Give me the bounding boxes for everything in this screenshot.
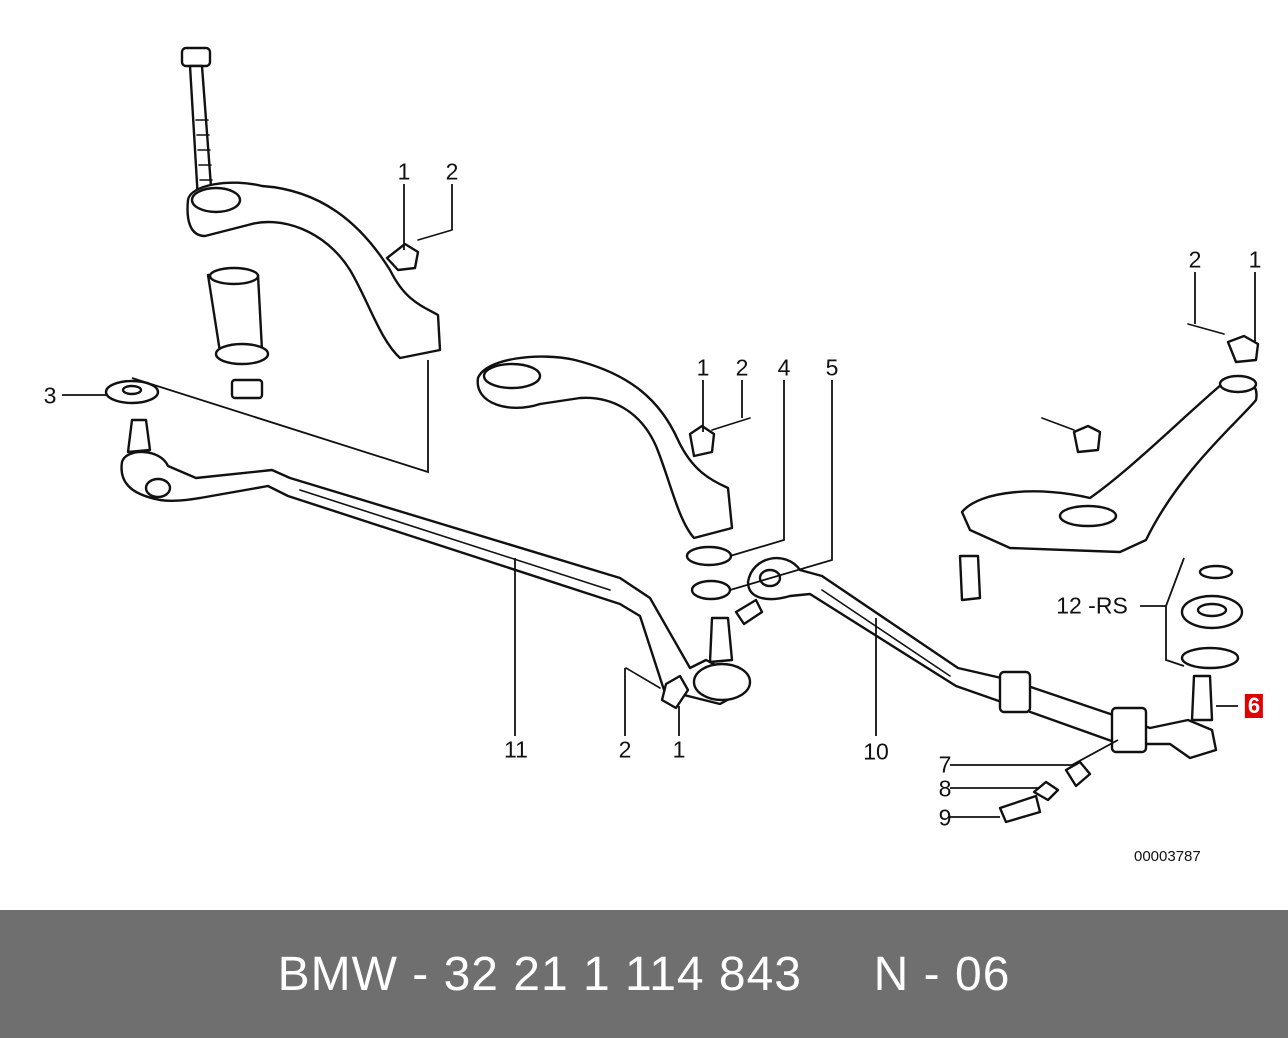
callout-1-middle: 1 <box>696 354 710 381</box>
idler-arm-right <box>958 323 1260 824</box>
callout-9: 9 <box>938 804 952 831</box>
part-number-text: BMW - 32 21 1 114 843 N - 06 <box>277 947 1011 1001</box>
callout-12-rs: 12 -RS <box>1056 592 1128 619</box>
callout-2-lower: 2 <box>618 736 632 763</box>
callout-8: 8 <box>938 775 952 802</box>
callout-11: 11 <box>504 736 528 763</box>
idler-arm-upper-left <box>180 46 453 400</box>
parts-diagram: 1 2 3 1 2 4 5 2 1 11 2 1 10 12 -RS 6 7 8… <box>43 46 1264 865</box>
callout-2-upper: 2 <box>445 158 459 185</box>
callout-2-middle: 2 <box>735 354 749 381</box>
callout-3: 3 <box>43 382 57 409</box>
callout-10: 10 <box>863 738 889 765</box>
diagram-id-label: 00003787 <box>1134 848 1201 865</box>
callout-1-upper: 1 <box>397 158 411 185</box>
callout-2-right: 2 <box>1188 246 1202 273</box>
center-link-11 <box>120 450 752 706</box>
pitman-arm-middle <box>476 355 751 710</box>
callout-5: 5 <box>825 354 839 381</box>
callout-4: 4 <box>777 354 791 381</box>
callout-7: 7 <box>938 751 952 778</box>
callout-1-right: 1 <box>1248 246 1262 273</box>
callout-1-lower: 1 <box>672 736 686 763</box>
leader-lines <box>62 184 1256 818</box>
part-number-footer: BMW - 32 21 1 114 843 N - 06 <box>0 910 1288 1038</box>
callout-6-highlighted: 6 <box>1244 694 1264 718</box>
steering-linkage-drawing <box>62 46 1260 824</box>
washer-and-stud-left <box>104 379 160 454</box>
